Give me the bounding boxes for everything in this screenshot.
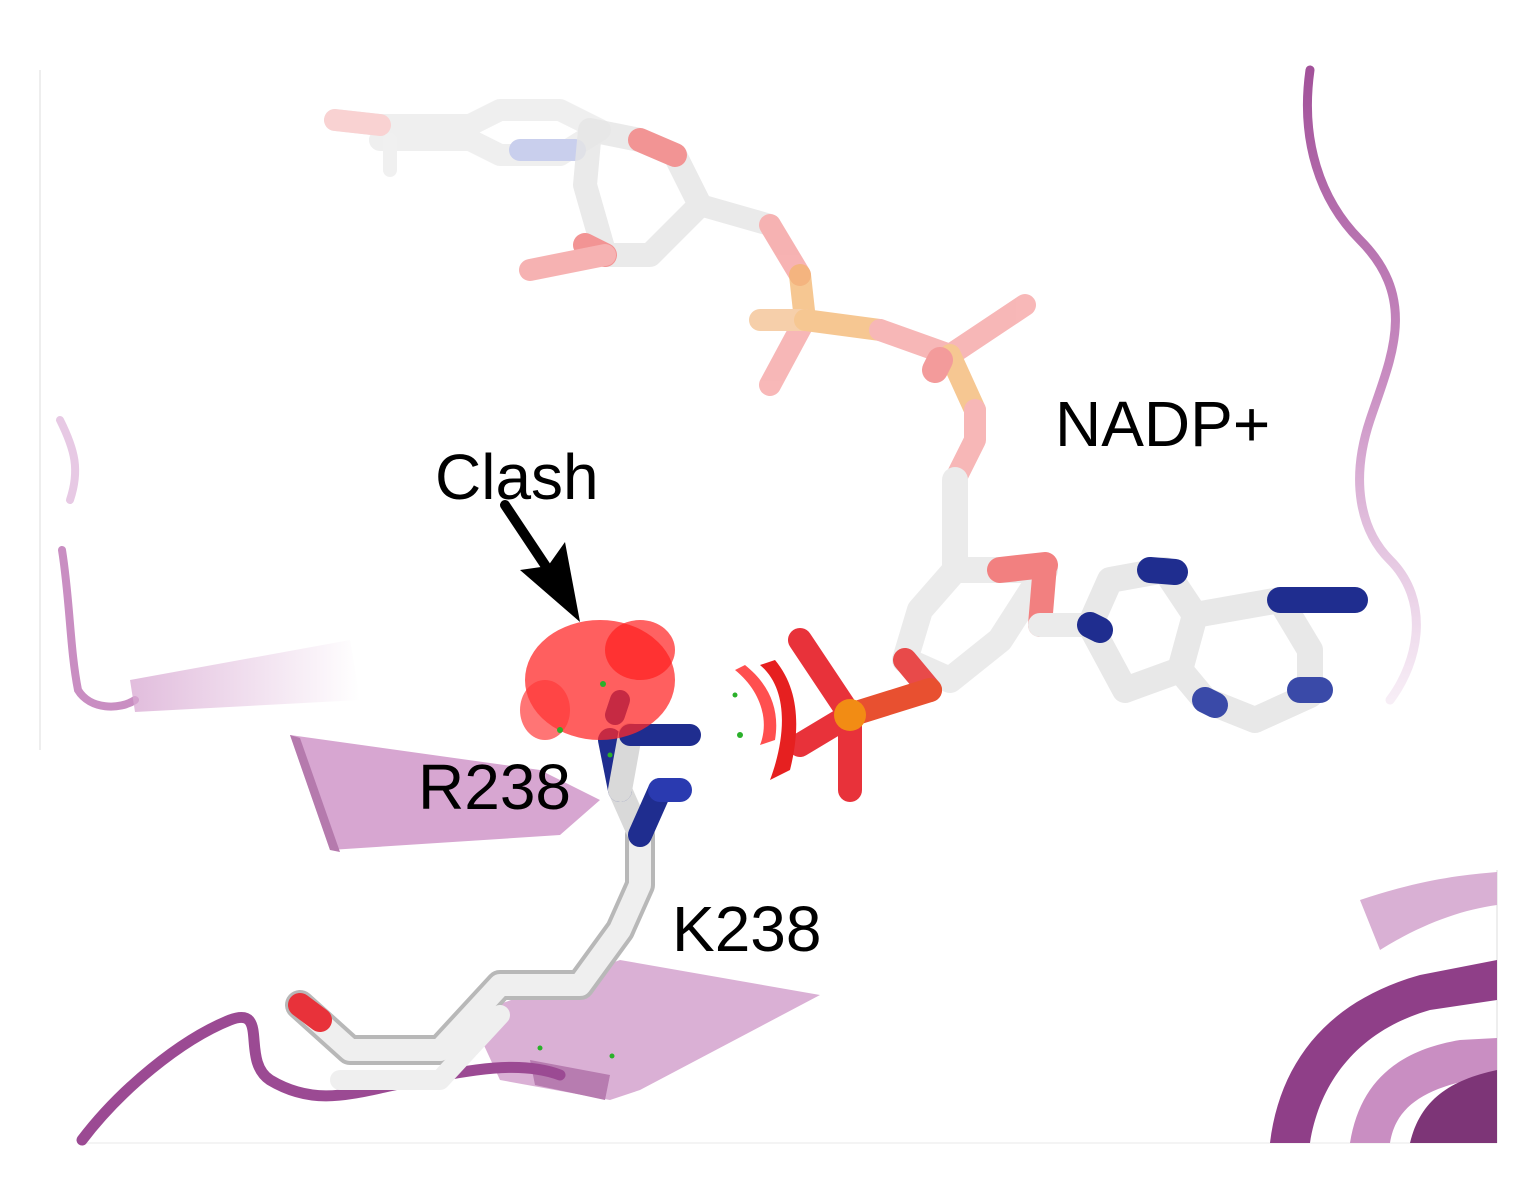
residue-sidechains: [285, 690, 701, 1090]
bottom-right-helix: [1270, 872, 1497, 1143]
k238-label: K238: [672, 893, 822, 965]
nadp-label: NADP+: [1055, 388, 1271, 460]
left-strand-ribbon: [58, 546, 139, 711]
r238-label: R238: [418, 751, 571, 823]
bottom-left-coil: [76, 1012, 566, 1146]
nadp-ligand: [324, 99, 1368, 802]
left-upper-sheet: [130, 640, 360, 712]
clash-label: Clash: [435, 441, 599, 513]
right-loop-ribbon: [1303, 65, 1421, 705]
middle-sheet: [290, 735, 600, 850]
left-loop-ribbon: [56, 416, 80, 504]
clash-volume: [520, 620, 797, 1059]
arrow-down-right-icon: [500, 500, 580, 622]
